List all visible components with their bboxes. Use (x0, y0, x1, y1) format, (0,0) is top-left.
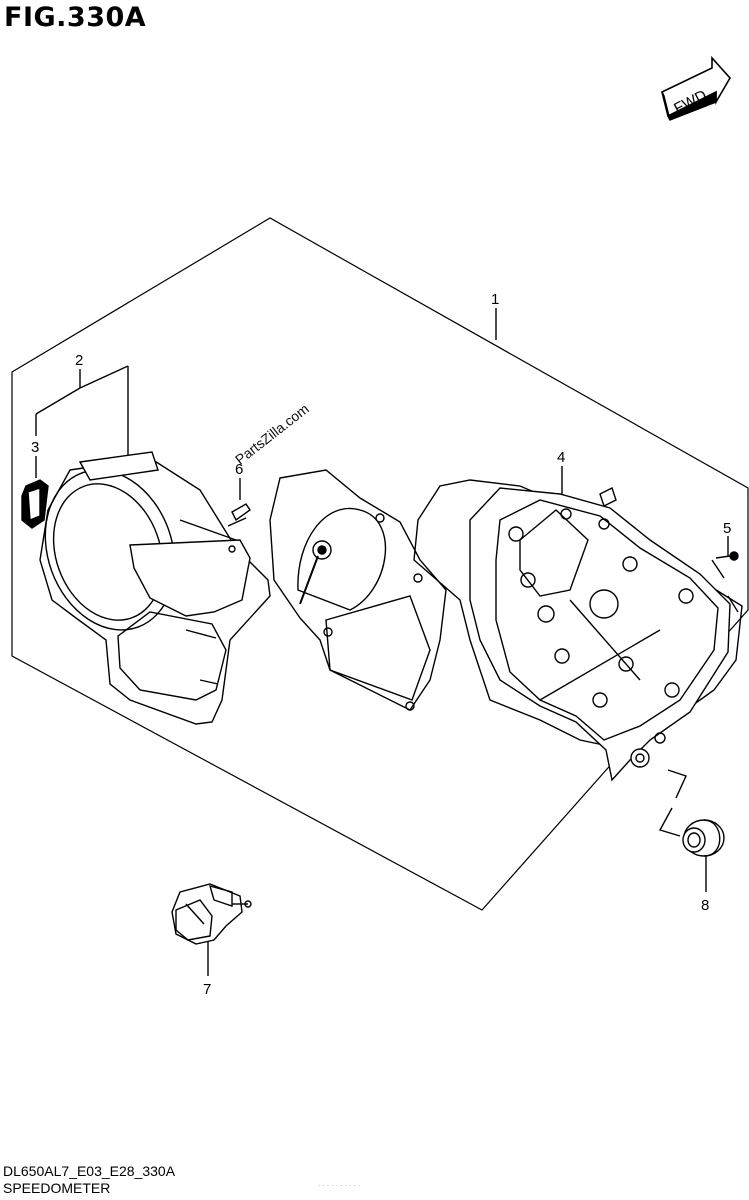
leader-2a (79, 365, 129, 389)
callout-5: 5 (723, 520, 731, 537)
callout-3: 3 (31, 439, 39, 456)
model-code: DL650AL7_E03_E28_330A (3, 1163, 176, 1179)
grommet-part-8 (682, 819, 725, 857)
figure-title: FIG.330A (4, 2, 147, 33)
callout-4: 4 (557, 449, 565, 466)
leader-5-dash-a (711, 559, 725, 579)
callout-2: 2 (75, 352, 83, 369)
meter-face-plate (269, 469, 447, 711)
screw-part-6 (227, 503, 251, 527)
footer-small-mark: · · · · · · · · · · (318, 1182, 361, 1190)
rear-case-part-4 (469, 487, 731, 782)
leader-8-dash-a (667, 769, 687, 799)
bracket-part-3 (21, 479, 49, 529)
section-name: SPEEDOMETER (3, 1180, 111, 1196)
callout-1: 1 (491, 291, 499, 308)
fwd-arrow-icon: FWD (661, 55, 731, 121)
callout-6: 6 (235, 461, 243, 478)
callout-7: 7 (203, 981, 211, 998)
assembly-outline (11, 217, 749, 911)
meter-cover-part-2 (39, 451, 271, 725)
connector-part-7 (171, 883, 252, 945)
screw-part-5 (715, 551, 739, 561)
leader-2c (35, 387, 81, 415)
callout-8: 8 (701, 897, 709, 914)
leader-8-dash-b (658, 807, 681, 837)
